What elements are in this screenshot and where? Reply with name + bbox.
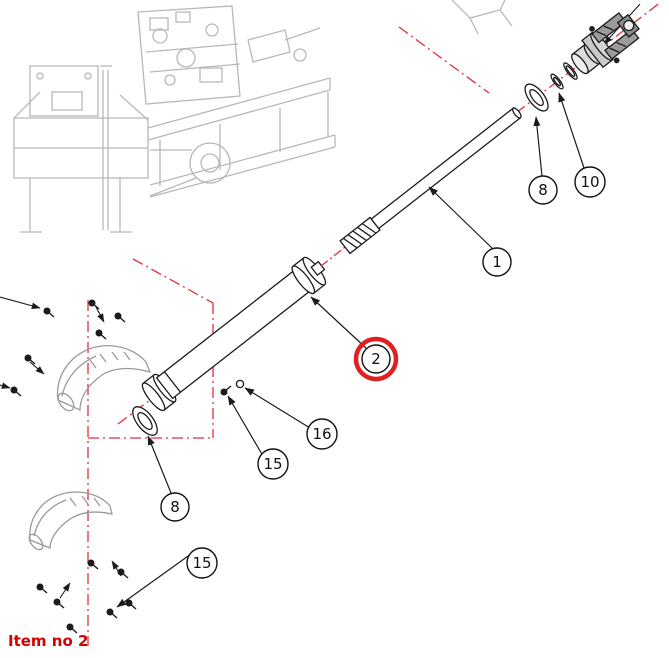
shaft-rod-item-1 [370, 107, 522, 230]
universal-joint [571, 12, 640, 75]
shaft-collar-item-2 [291, 256, 327, 295]
axis-centerline-gap [320, 246, 347, 267]
callout-10[interactable]: 10 [574, 166, 606, 198]
centerlines [87, 1, 662, 646]
bearing-upper-item-8 [524, 83, 549, 112]
callout-10-label: 10 [580, 173, 599, 191]
washer-item-16 [235, 379, 245, 389]
callout-15-bottom[interactable]: 15 [186, 547, 218, 579]
callout-15-middle-label: 15 [263, 455, 282, 473]
callout-8-lower-label: 8 [170, 498, 180, 516]
callout-2-label: 2 [371, 350, 381, 368]
shaft-tube [155, 268, 313, 400]
boundary-diagonal-left [132, 258, 214, 304]
tractor-sketch [13, 0, 513, 233]
guard-shield-lower [28, 491, 113, 551]
callout-leaders [116, 92, 585, 608]
callout-8-lower[interactable]: 8 [160, 492, 190, 522]
screw-arrows [29, 306, 122, 599]
callout-1[interactable]: 1 [482, 247, 512, 277]
screw-set-lower [36, 559, 137, 634]
screw-set-upper [10, 299, 126, 397]
highlight-ring [353, 336, 399, 382]
callout-8-upper[interactable]: 8 [528, 175, 558, 205]
callout-15-bottom-label: 15 [192, 554, 211, 572]
boundary-diagonal-top [398, 26, 490, 94]
item-caption: Item no 2 [8, 632, 89, 650]
callout-2-highlighted[interactable]: 2 [353, 336, 399, 382]
callout-16[interactable]: 16 [306, 418, 338, 450]
guard-shield-upper [56, 345, 152, 412]
callout-15-middle[interactable]: 15 [257, 448, 289, 480]
callout-16-label: 16 [312, 425, 331, 443]
axis-centerline-lower [117, 399, 151, 425]
callout-8-upper-label: 8 [538, 181, 548, 199]
fastener-item-15 [220, 385, 232, 396]
callout-1-label: 1 [492, 253, 502, 271]
bearing-lower-item-8 [132, 406, 158, 436]
drive-shaft-assembly [141, 12, 640, 412]
washer-item-10 [550, 62, 578, 90]
